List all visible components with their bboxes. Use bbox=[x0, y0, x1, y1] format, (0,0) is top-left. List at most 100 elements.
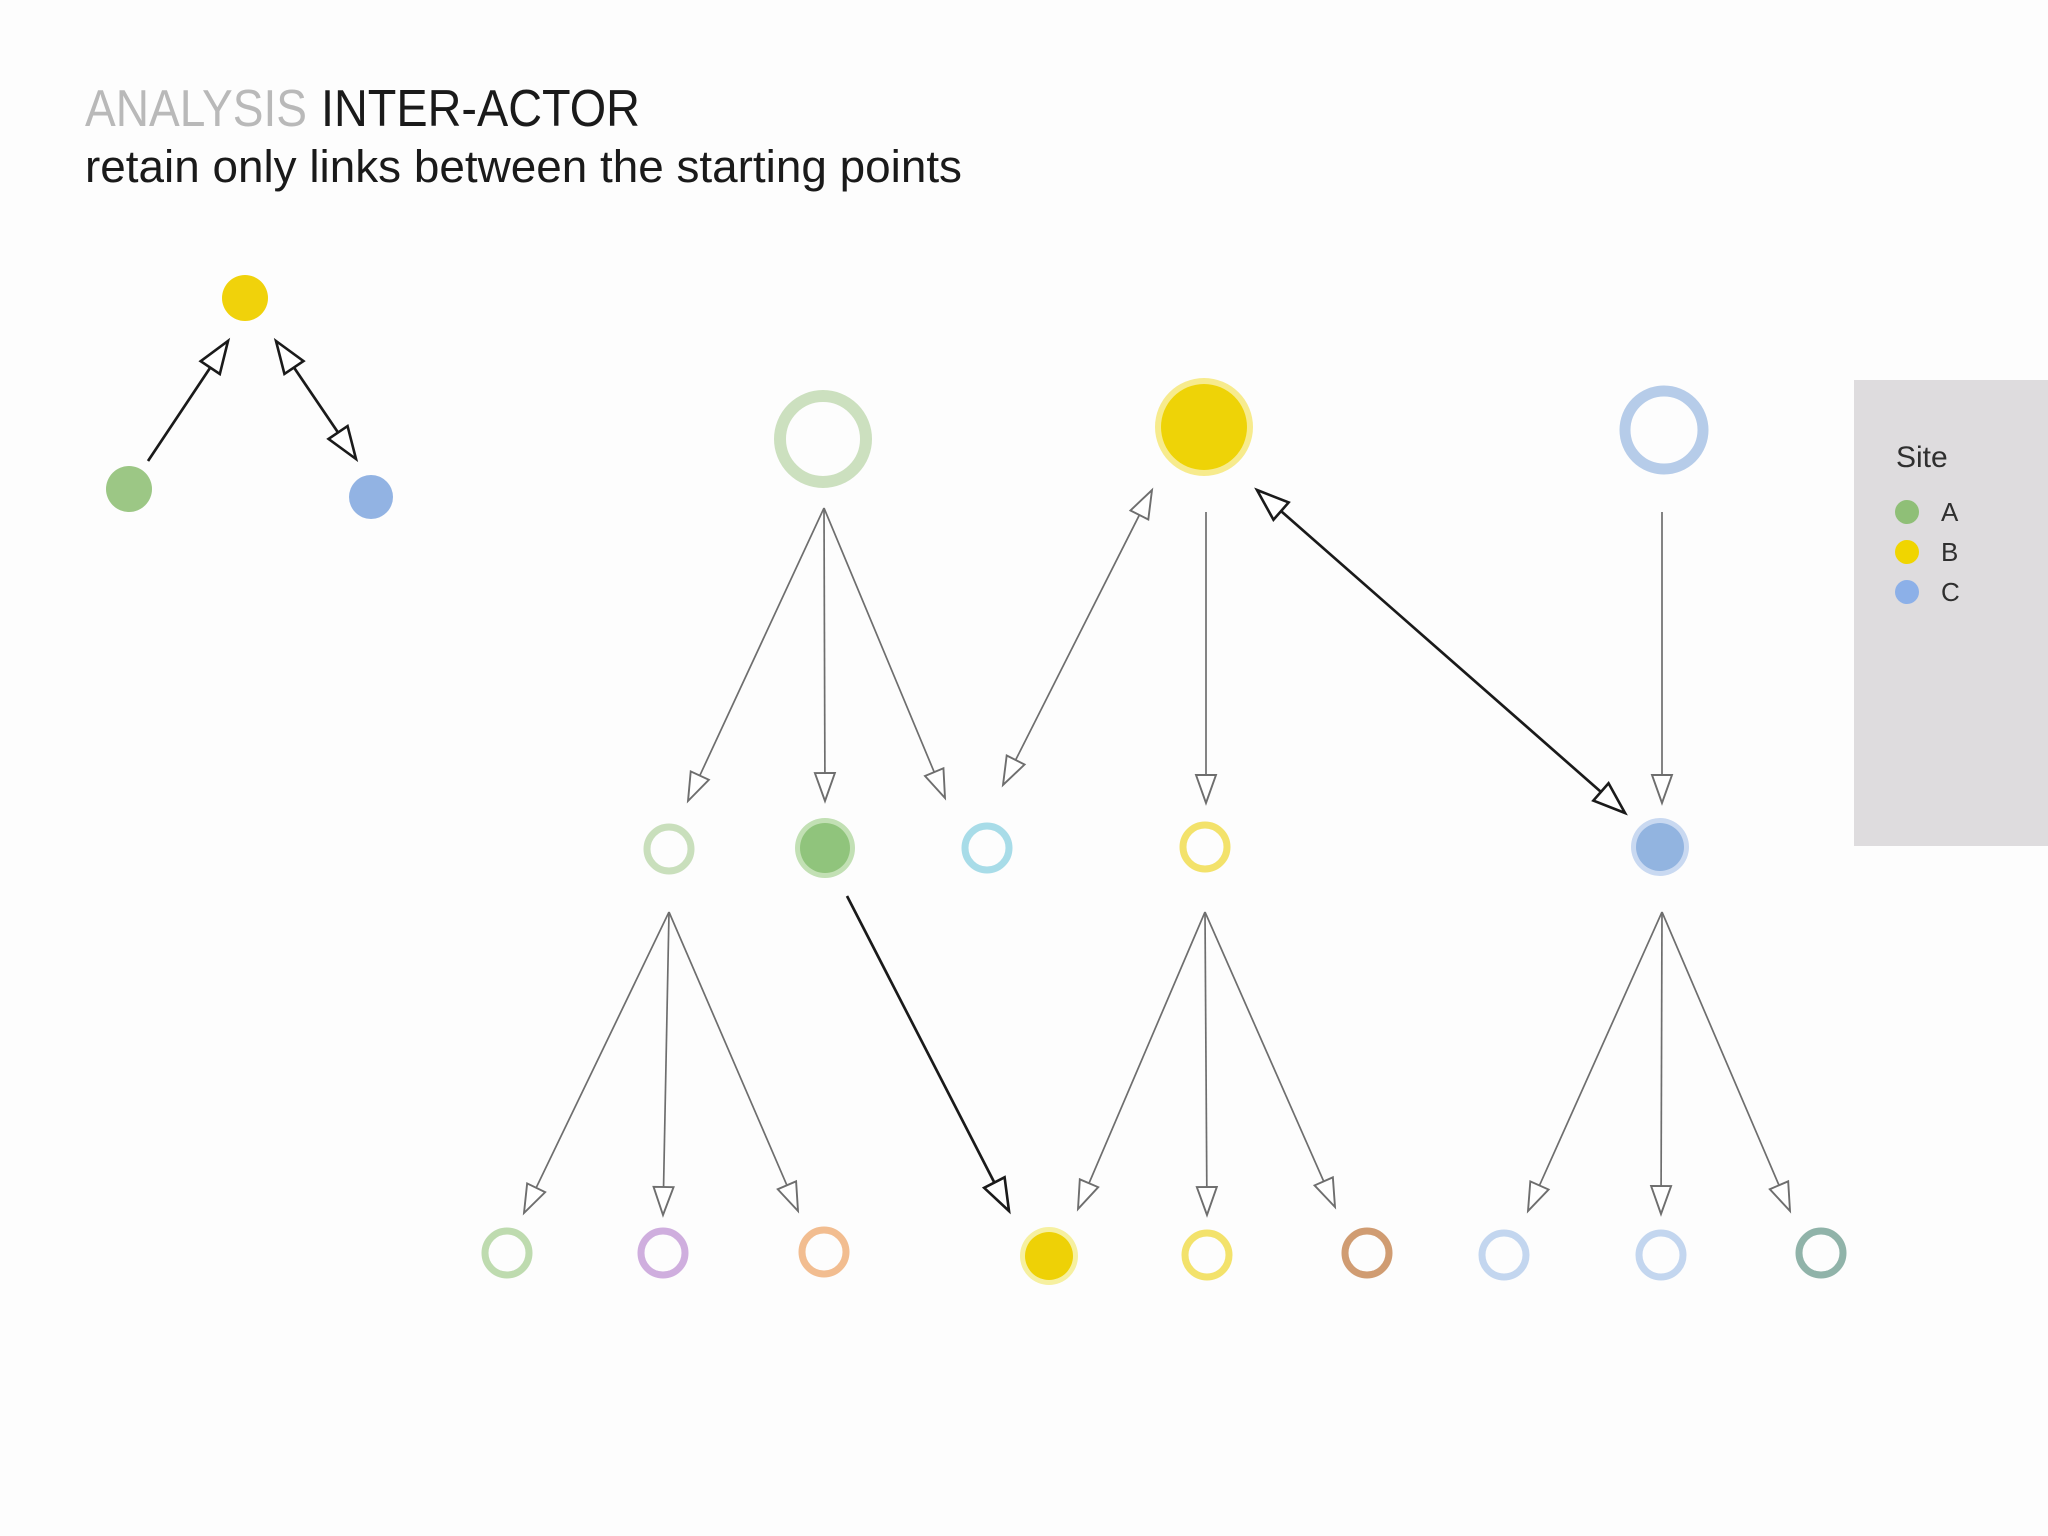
mini-node-a-green bbox=[106, 466, 152, 512]
legend-label-a: A bbox=[1941, 497, 1959, 527]
edge-c5-g7 bbox=[1526, 911, 1663, 1214]
nodes-layer bbox=[106, 275, 1847, 1285]
mini-node-a-green-dot bbox=[106, 466, 152, 512]
edge-c1-g3-line bbox=[668, 911, 789, 1189]
mini-node-c-blue-dot bbox=[349, 475, 393, 519]
page-subtitle: retain only links between the starting p… bbox=[85, 141, 962, 192]
edge-c4-g6-arrowhead bbox=[1312, 1175, 1337, 1210]
edge-c5-g7-arrowhead bbox=[1526, 1179, 1551, 1214]
leaf-yellow-ring-ring bbox=[1181, 1229, 1233, 1281]
legend-dot-b bbox=[1895, 540, 1919, 564]
child-yellow-ring-ring bbox=[1179, 821, 1231, 873]
edge-c1-g1-arrowhead bbox=[522, 1181, 547, 1216]
parent-c-blue-ring-ring bbox=[1619, 385, 1709, 475]
leaf-lightblue-ring-2 bbox=[1635, 1229, 1687, 1281]
edge-mini-green-yellow-arrowhead bbox=[198, 337, 231, 377]
edge-p2-c5-highlight-two-way-arrowhead bbox=[1591, 781, 1628, 816]
edge-p1-c3-line bbox=[823, 507, 937, 776]
parent-a-green-ring bbox=[774, 390, 872, 488]
edge-c5-g8-line bbox=[1660, 911, 1663, 1190]
edge-c4-g5 bbox=[1195, 911, 1219, 1218]
edge-c1-g2 bbox=[652, 911, 675, 1218]
leaf-tan-ring bbox=[1341, 1227, 1393, 1279]
edge-p2-c5-highlight-two-way-line bbox=[1277, 508, 1605, 795]
leaf-lightblue-ring-1-ring bbox=[1478, 1229, 1530, 1281]
child-green-dot-dot bbox=[800, 823, 850, 873]
edge-p1-c2 bbox=[813, 507, 837, 804]
edge-c4-g4-arrowhead bbox=[1076, 1177, 1100, 1212]
edge-c1-g3 bbox=[668, 911, 800, 1214]
edge-c3-p2-two-way-arrowhead-back bbox=[1001, 754, 1027, 788]
edge-p2-c4 bbox=[1194, 512, 1218, 806]
parent-c-blue-ring bbox=[1619, 385, 1709, 475]
parent-b-yellow-dot-dot bbox=[1161, 384, 1247, 470]
edge-c5-g9 bbox=[1661, 911, 1792, 1214]
edge-mini-yellow-blue-two-way-arrowhead-back bbox=[273, 337, 306, 377]
edge-c4-g6 bbox=[1204, 911, 1337, 1210]
mini-node-c-blue bbox=[349, 475, 393, 519]
edge-p3-c5-arrowhead bbox=[1650, 774, 1674, 806]
edge-c4-g6-line bbox=[1204, 911, 1326, 1185]
page-title-main: INTER-ACTOR bbox=[321, 80, 640, 138]
child-green-ring bbox=[643, 823, 695, 875]
edge-c1-g1-line bbox=[534, 911, 670, 1191]
edge-mini-yellow-blue-two-way bbox=[273, 337, 359, 463]
edge-p2-c5-highlight-two-way-arrowhead-back bbox=[1254, 487, 1291, 522]
legend: Site A B C bbox=[1895, 441, 1960, 607]
edge-c1-g2-line bbox=[662, 911, 670, 1191]
edge-mini-yellow-blue-two-way-line bbox=[291, 364, 341, 436]
leaf-orange-ring bbox=[798, 1226, 850, 1278]
edge-c4-g4 bbox=[1076, 911, 1206, 1212]
edge-c2-g4-highlight-arrowhead bbox=[981, 1175, 1011, 1215]
edge-c4-g4-line bbox=[1087, 911, 1206, 1187]
edge-mini-green-yellow-line bbox=[146, 364, 214, 462]
mini-node-b-yellow bbox=[222, 275, 268, 321]
legend-panel bbox=[1854, 380, 2048, 846]
leaf-purple-ring bbox=[637, 1227, 689, 1279]
parent-a-green-ring-ring bbox=[774, 390, 872, 488]
edge-c2-g4-highlight-line bbox=[845, 895, 997, 1186]
edge-c1-g3-arrowhead bbox=[776, 1179, 800, 1214]
child-cyan-ring-ring bbox=[961, 822, 1013, 874]
mini-node-b-yellow-dot bbox=[222, 275, 268, 321]
edge-p1-c2-arrowhead bbox=[813, 772, 837, 804]
edge-c4-g5-arrowhead bbox=[1195, 1185, 1219, 1218]
legend-label-c: C bbox=[1941, 577, 1960, 607]
child-blue-dot bbox=[1631, 818, 1689, 876]
edge-c5-g9-line bbox=[1661, 911, 1781, 1189]
leaf-yellow-dot bbox=[1020, 1227, 1078, 1285]
edge-p1-c1-line bbox=[697, 507, 825, 779]
leaf-yellow-ring bbox=[1181, 1229, 1233, 1281]
edge-p2-c5-highlight-two-way bbox=[1254, 487, 1628, 816]
child-green-dot bbox=[795, 818, 855, 878]
leaf-green-ring bbox=[481, 1227, 533, 1279]
leaf-teal-ring-ring bbox=[1795, 1227, 1847, 1279]
leaf-lightblue-ring-1 bbox=[1478, 1229, 1530, 1281]
leaf-purple-ring-ring bbox=[637, 1227, 689, 1279]
child-yellow-ring bbox=[1179, 821, 1231, 873]
edge-p1-c1 bbox=[686, 507, 825, 804]
legend-dot-c bbox=[1895, 580, 1919, 604]
child-green-ring-ring bbox=[643, 823, 695, 875]
edge-c3-p2-two-way bbox=[1001, 487, 1154, 788]
leaf-orange-ring-ring bbox=[798, 1226, 850, 1278]
leaf-teal-ring bbox=[1795, 1227, 1847, 1279]
leaf-lightblue-ring-2-ring bbox=[1635, 1229, 1687, 1281]
edge-c5-g9-arrowhead bbox=[1768, 1179, 1792, 1214]
page-title-prefix: ANALYSIS bbox=[85, 80, 307, 138]
edge-c4-g5-line bbox=[1204, 911, 1208, 1191]
legend-dot-a bbox=[1895, 500, 1919, 524]
edge-p3-c5 bbox=[1650, 512, 1674, 806]
edge-p1-c3 bbox=[823, 507, 947, 801]
edge-c3-p2-two-way-line bbox=[1013, 511, 1142, 764]
edge-c1-g2-arrowhead bbox=[652, 1185, 675, 1218]
edge-c5-g7-line bbox=[1537, 911, 1663, 1189]
leaf-yellow-dot-dot bbox=[1025, 1232, 1073, 1280]
edge-c5-g8-arrowhead bbox=[1649, 1185, 1673, 1217]
edges-layer bbox=[146, 337, 1792, 1218]
edge-c1-g1 bbox=[522, 911, 670, 1216]
edge-mini-yellow-blue-two-way-arrowhead bbox=[326, 423, 359, 463]
child-blue-dot-dot bbox=[1636, 823, 1684, 871]
